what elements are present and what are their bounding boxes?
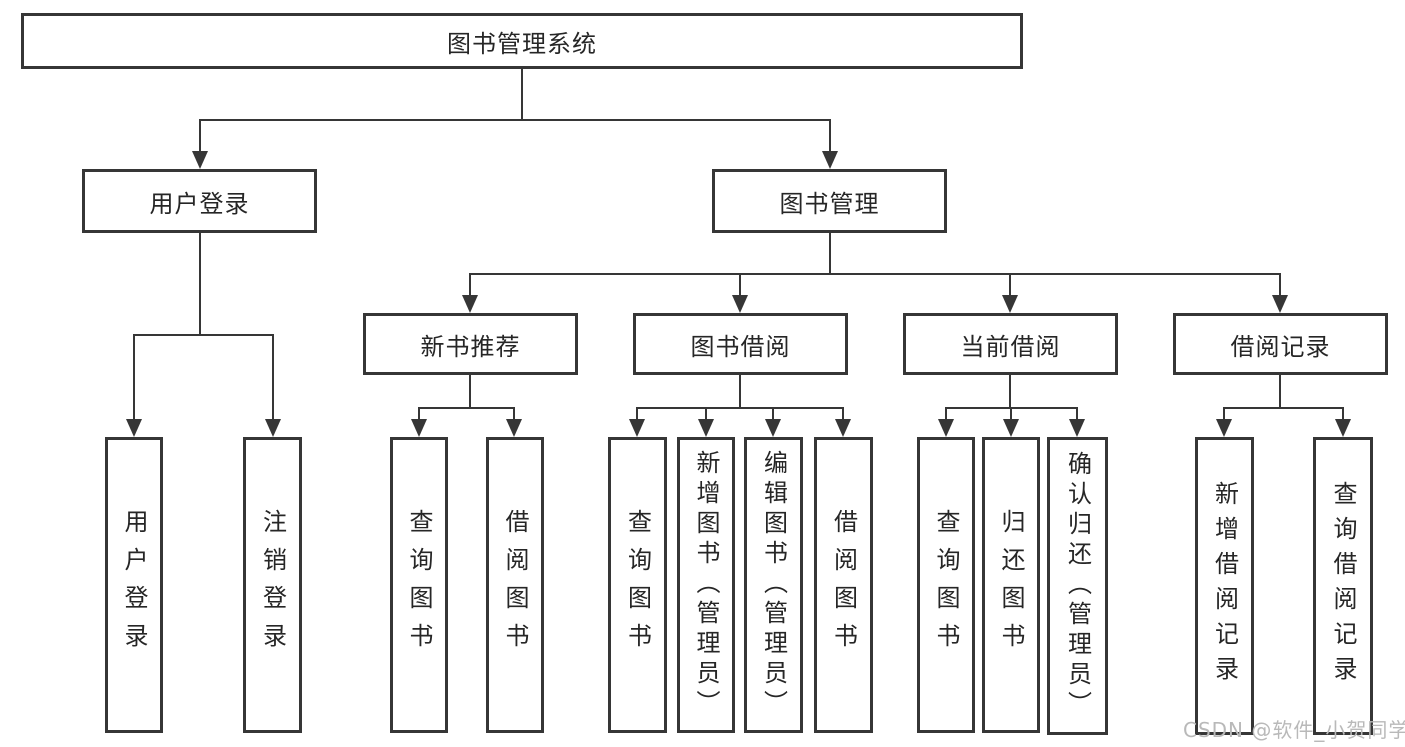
connector-root-split xyxy=(199,119,831,121)
node-library-management-system: 图书管理系统 xyxy=(21,13,1023,69)
connector-to-book-borrow-shaft xyxy=(739,273,741,295)
node-current-borrow: 当前借阅 xyxy=(903,313,1118,375)
node-new-book-recommend: 新书推荐 xyxy=(363,313,578,375)
node-book-borrow: 图书借阅 xyxy=(633,313,848,375)
arrow-down-icon xyxy=(265,419,281,437)
arrow-down-icon xyxy=(732,295,748,313)
leaf-add-book-admin: 新增图书（管理员） xyxy=(677,437,735,733)
connector-book-borrow-stem xyxy=(739,375,741,407)
leaf-query-books-current: 查询图书 xyxy=(917,437,975,733)
arrow-down-icon xyxy=(938,419,954,437)
arrow-down-icon xyxy=(506,419,522,437)
connector-new-book-stem xyxy=(469,375,471,407)
connector-user-login-split xyxy=(133,334,274,336)
connector-current-borrow-stem xyxy=(1009,375,1011,407)
connector-to-leaf-user-login-shaft xyxy=(133,334,135,419)
connector-borrow-records-stem xyxy=(1279,375,1281,407)
csdn-watermark: CSDN @软件_小贺同学 xyxy=(1183,718,1405,742)
arrow-down-icon xyxy=(1069,419,1085,437)
leaf-query-books-recommend: 查询图书 xyxy=(390,437,448,733)
arrow-down-icon xyxy=(1272,295,1288,313)
connector-leaf-shaft xyxy=(636,407,638,419)
node-borrow-records: 借阅记录 xyxy=(1173,313,1388,375)
leaf-logout-login: 注销登录 xyxy=(243,437,302,733)
connector-to-borrow-records-shaft xyxy=(1279,273,1281,295)
connector-to-book-management-shaft xyxy=(829,119,831,152)
leaf-borrow-books-recommend: 借阅图书 xyxy=(486,437,544,733)
connector-leaf-shaft xyxy=(772,407,774,419)
leaf-edit-book-admin: 编辑图书（管理员） xyxy=(744,437,803,733)
arrow-down-icon xyxy=(1216,419,1232,437)
node-user-login: 用户登录 xyxy=(82,169,317,233)
arrow-down-icon xyxy=(698,419,714,437)
arrow-down-icon xyxy=(462,295,478,313)
arrow-down-icon xyxy=(192,151,208,169)
arrow-down-icon xyxy=(1002,295,1018,313)
connector-book-management-stem xyxy=(829,233,831,273)
arrow-down-icon xyxy=(126,419,142,437)
arrow-down-icon xyxy=(1003,419,1019,437)
leaf-add-borrow-record: 新增借阅记录 xyxy=(1195,437,1254,735)
connector-leaf-shaft xyxy=(418,407,420,419)
connector-book-borrow-split xyxy=(636,407,844,409)
connector-new-book-split xyxy=(418,407,515,409)
leaf-query-borrow-record: 查询借阅记录 xyxy=(1313,437,1373,735)
connector-to-user-login-shaft xyxy=(199,119,201,152)
arrow-down-icon xyxy=(765,419,781,437)
leaf-user-login: 用户登录 xyxy=(105,437,163,733)
leaf-confirm-return-admin: 确认归还（管理员） xyxy=(1047,437,1108,735)
arrow-down-icon xyxy=(629,419,645,437)
connector-leaf-shaft xyxy=(513,407,515,419)
connector-user-login-stem xyxy=(199,233,201,334)
arrow-down-icon xyxy=(822,151,838,169)
arrow-down-icon xyxy=(1335,419,1351,437)
connector-to-leaf-logout-shaft xyxy=(272,334,274,419)
connector-to-current-borrow-shaft xyxy=(1009,273,1011,295)
arrow-down-icon xyxy=(835,419,851,437)
connector-leaf-shaft xyxy=(1223,407,1225,419)
leaf-return-book: 归还图书 xyxy=(982,437,1040,733)
connector-leaf-shaft xyxy=(1342,407,1344,419)
connector-leaf-shaft xyxy=(705,407,707,419)
connector-leaf-shaft xyxy=(842,407,844,419)
connector-borrow-records-split xyxy=(1223,407,1344,409)
leaf-query-books-borrow: 查询图书 xyxy=(608,437,667,733)
connector-leaf-shaft xyxy=(1010,407,1012,419)
connector-leaf-shaft xyxy=(945,407,947,419)
node-book-management: 图书管理 xyxy=(712,169,947,233)
connector-book-management-split xyxy=(469,273,1281,275)
leaf-borrow-books: 借阅图书 xyxy=(814,437,873,733)
connector-to-new-book-shaft xyxy=(469,273,471,295)
connector-leaf-shaft xyxy=(1076,407,1078,419)
connector-root-stem xyxy=(521,69,523,120)
arrow-down-icon xyxy=(411,419,427,437)
